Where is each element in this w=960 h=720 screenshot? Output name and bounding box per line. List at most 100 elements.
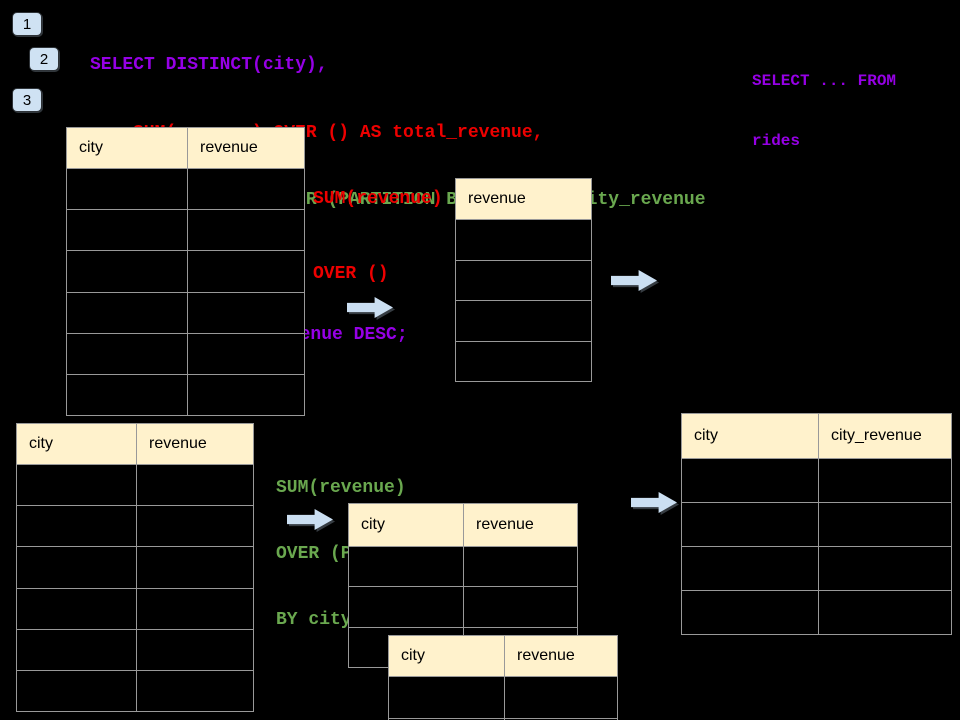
table-cell-empty bbox=[349, 587, 463, 626]
table-cell-empty bbox=[17, 671, 136, 711]
table-cell-empty bbox=[682, 459, 818, 502]
table-row bbox=[17, 669, 253, 712]
table-cell-empty bbox=[67, 375, 187, 415]
table-source-top: city revenue bbox=[66, 127, 305, 416]
table-row bbox=[456, 259, 591, 301]
column-header-city-revenue: city_revenue bbox=[818, 414, 951, 458]
column-header-revenue: revenue bbox=[463, 504, 577, 546]
table-cell-empty bbox=[136, 465, 253, 506]
table-row bbox=[349, 547, 577, 587]
table-header-row: city city_revenue bbox=[682, 414, 951, 459]
table-cell-empty bbox=[67, 210, 187, 250]
annotation-line: OVER () bbox=[313, 264, 389, 284]
table-cell-empty bbox=[818, 503, 951, 546]
table-cell-empty bbox=[136, 506, 253, 547]
column-header-city: city bbox=[682, 414, 818, 458]
table-cell-empty bbox=[682, 547, 818, 590]
table-header-row: city revenue bbox=[17, 424, 253, 465]
column-header-city: city bbox=[389, 636, 504, 676]
table-cell-empty bbox=[136, 547, 253, 588]
annotation-line: SUM(revenue) bbox=[276, 478, 406, 498]
table-row bbox=[17, 465, 253, 506]
table-row bbox=[17, 587, 253, 629]
table-row bbox=[67, 250, 304, 292]
column-header-revenue: revenue bbox=[136, 424, 253, 464]
annotation-line: SUM(revenue) bbox=[313, 189, 443, 209]
table-cell-empty bbox=[17, 589, 136, 629]
table-source-bottom: city revenue bbox=[16, 423, 254, 712]
sql-line-select: SELECT DISTINCT(city), bbox=[90, 55, 328, 75]
column-header-city: city bbox=[349, 504, 463, 546]
table-cell-empty bbox=[187, 251, 304, 292]
column-header-revenue: revenue bbox=[456, 179, 591, 219]
step-badge-3: 3 bbox=[12, 88, 42, 112]
step-badge-label: 2 bbox=[39, 50, 49, 68]
table-cell-empty bbox=[818, 459, 951, 502]
table-row bbox=[682, 459, 951, 502]
table-cell-empty bbox=[136, 670, 253, 712]
table-total-revenue: revenue bbox=[455, 178, 592, 382]
column-header-city: city bbox=[67, 128, 187, 168]
table-cell-empty bbox=[463, 547, 577, 587]
arrow-shape bbox=[631, 492, 677, 513]
table-row bbox=[67, 332, 304, 374]
step-badge-label: 1 bbox=[22, 15, 32, 33]
table-row bbox=[67, 291, 304, 333]
table-cell-empty bbox=[187, 210, 304, 251]
table-cell-empty bbox=[456, 342, 591, 382]
table-cell-empty bbox=[187, 333, 304, 374]
table-cell-empty bbox=[504, 718, 617, 720]
table-cell-empty bbox=[187, 292, 304, 333]
table-header-row: city revenue bbox=[67, 128, 304, 169]
table-cell-empty bbox=[818, 547, 951, 590]
table-cell-empty bbox=[136, 629, 253, 670]
annotation-sum-over-total: SUM(revenue) OVER () bbox=[313, 137, 443, 337]
table-row bbox=[349, 586, 577, 627]
table-cell-empty bbox=[456, 220, 591, 260]
table-cell-empty bbox=[17, 547, 136, 587]
table-cell-empty bbox=[682, 503, 818, 546]
table-row bbox=[389, 717, 617, 720]
table-cell-empty bbox=[17, 630, 136, 670]
table-row bbox=[17, 505, 253, 547]
table-cell-empty bbox=[463, 587, 577, 627]
table-partition-back: city revenue bbox=[388, 635, 618, 720]
table-cell-empty bbox=[456, 261, 591, 301]
table-header-row: revenue bbox=[456, 179, 591, 220]
table-cell-empty bbox=[187, 374, 304, 416]
table-cell-empty bbox=[136, 588, 253, 629]
column-header-revenue: revenue bbox=[504, 636, 617, 676]
table-header-row: city revenue bbox=[349, 504, 577, 547]
table-row bbox=[682, 546, 951, 590]
table-cell-empty bbox=[67, 251, 187, 291]
table-cell-empty bbox=[456, 301, 591, 341]
table-row bbox=[67, 209, 304, 251]
table-cell-empty bbox=[67, 334, 187, 374]
table-row bbox=[67, 373, 304, 416]
column-header-revenue: revenue bbox=[187, 128, 304, 168]
table-row bbox=[17, 546, 253, 588]
select-from-note-line: SELECT ... FROM bbox=[752, 72, 897, 90]
table-cell-empty bbox=[682, 591, 818, 634]
table-cell-empty bbox=[67, 169, 187, 209]
table-row bbox=[456, 220, 591, 260]
table-header-row: city revenue bbox=[389, 636, 617, 677]
table-result: city city_revenue bbox=[681, 413, 952, 635]
table-cell-empty bbox=[349, 547, 463, 586]
select-from-note: SELECT ... FROM rides bbox=[752, 31, 896, 191]
table-row bbox=[682, 590, 951, 634]
table-cell-empty bbox=[67, 293, 187, 333]
table-row bbox=[456, 340, 591, 382]
select-from-note-line: rides bbox=[752, 132, 801, 150]
step-badge-label: 3 bbox=[22, 91, 32, 109]
table-row bbox=[389, 677, 617, 718]
table-cell-empty bbox=[504, 677, 617, 718]
table-row bbox=[17, 628, 253, 670]
table-cell-empty bbox=[818, 591, 951, 634]
table-cell-empty bbox=[17, 506, 136, 546]
table-row bbox=[67, 169, 304, 210]
table-row bbox=[682, 502, 951, 546]
table-cell-empty bbox=[187, 169, 304, 210]
step-badge-2: 2 bbox=[29, 47, 59, 71]
